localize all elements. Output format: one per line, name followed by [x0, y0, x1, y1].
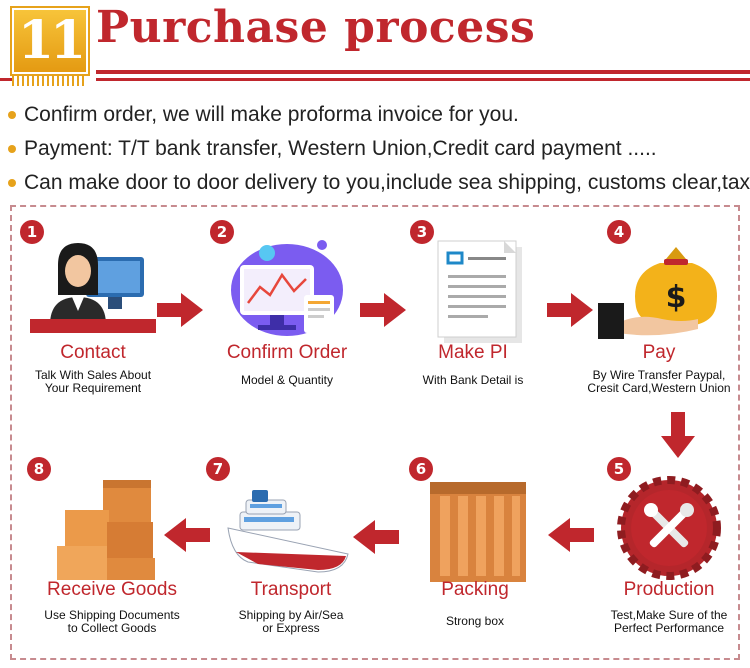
step-number: 1 [20, 220, 44, 244]
bullet-dot-icon [8, 145, 16, 153]
bullet-item: Payment: T/T bank transfer, Western Unio… [8, 132, 748, 166]
step-production: 5 Production Test,Make Sure of the Perfe… [584, 452, 750, 652]
title-underline [96, 70, 750, 74]
step-label: Confirm Order [226, 342, 348, 363]
bullet-text: Payment: T/T bank transfer, Western Unio… [24, 137, 657, 160]
step-label: Pay [642, 342, 676, 363]
step-confirm-order: 2 Confirm Order Model & Quantity [202, 215, 372, 415]
step-desc-line: Shipping by Air/Sea [238, 608, 344, 622]
step-desc-line: Talk With Sales About [34, 368, 152, 382]
stacked-boxes-icon [57, 480, 155, 580]
header: 11 Purchase process [0, 0, 750, 95]
step-make-pi: 3 Make PI With Bank Detail is [388, 215, 558, 415]
page-title: Purchase process [96, 2, 536, 53]
step-desc: Model & Quantity [202, 374, 372, 387]
arrow-left-icon [164, 518, 210, 552]
step-packing: 6 Packing Strong box [390, 452, 560, 652]
step-label: Transport [250, 579, 332, 600]
step-label: Contact [60, 342, 126, 363]
process-frame [10, 205, 740, 660]
step-label: Packing [441, 579, 509, 600]
cruise-ship-icon [227, 490, 349, 573]
step-number: 2 [210, 220, 234, 244]
bullet-list: Confirm order, we will make proforma inv… [8, 98, 750, 200]
arrow-down-icon [661, 412, 695, 458]
step-label: Production [623, 579, 715, 600]
arrow-left-icon [548, 518, 594, 552]
step-desc-line: By Wire Transfer Paypal, [592, 368, 726, 382]
title-underline-thin [96, 78, 750, 81]
arrow-right-icon [157, 293, 203, 327]
svg-text:$: $ [666, 280, 687, 315]
step-receive-goods: 8 Receive Goods Use Shipping Documents t… [27, 452, 197, 652]
monitor-chart-icon [231, 240, 343, 336]
step-contact: 1 Contact Talk With Sales About Your Req… [8, 215, 178, 415]
wooden-crate-icon [430, 482, 526, 582]
step-number: 8 [27, 457, 51, 481]
arrow-right-icon [360, 293, 406, 327]
step-desc-line: Use Shipping Documents [44, 608, 180, 622]
step-desc-line: Strong box [445, 614, 505, 628]
badge-stripes [12, 76, 84, 86]
step-transport: 7 Transport Shipping by Air/Sea or Expre… [206, 452, 376, 652]
step-number: 5 [607, 457, 631, 481]
step-desc-line: With Bank Detail is [422, 373, 524, 387]
step-desc: Shipping by Air/Sea or Express [206, 609, 376, 635]
step-desc-line: Model & Quantity [240, 373, 334, 387]
arrow-right-icon [547, 293, 593, 327]
arrow-left-icon [353, 520, 399, 554]
step-number: 7 [206, 457, 230, 481]
step-desc: Talk With Sales About Your Requirement [8, 369, 178, 395]
step-desc-line: Test,Make Sure of the [610, 608, 728, 622]
title-underline-left [0, 78, 12, 81]
step-label: Make PI [438, 342, 508, 363]
step-desc: Strong box [390, 615, 560, 628]
bullet-dot-icon [8, 179, 16, 187]
step-desc: With Bank Detail is [388, 374, 558, 387]
gear-tools-icon [617, 476, 721, 580]
customer-service-icon [30, 243, 156, 333]
step-number: 3 [410, 220, 434, 244]
step-desc-line: Your Requirement [44, 381, 142, 395]
step-number: 4 [607, 220, 631, 244]
invoice-document-icon [437, 240, 522, 343]
step-desc: By Wire Transfer Paypal, Cresit Card,Wes… [574, 369, 744, 395]
money-bag-icon: $ [598, 247, 717, 339]
step-desc-line: Cresit Card,Western Union [587, 381, 731, 395]
step-desc: Test,Make Sure of the Perfect Performanc… [584, 609, 750, 635]
step-pay: 4 $ Pay By Wire Transfer Paypal, Cresit … [574, 215, 744, 415]
section-number-badge: 11 [12, 8, 88, 74]
step-desc-line: or Express [262, 621, 320, 635]
bullet-dot-icon [8, 111, 16, 119]
step-desc: Use Shipping Documents to Collect Goods [27, 609, 197, 635]
bullet-item: Can make door to door delivery to you,in… [8, 166, 750, 200]
step-desc-line: to Collect Goods [67, 621, 157, 635]
bullet-text: Confirm order, we will make proforma inv… [24, 103, 519, 126]
step-label: Receive Goods [47, 579, 177, 600]
bullet-text: Can make door to door delivery to you,in… [24, 171, 750, 194]
step-number: 6 [409, 457, 433, 481]
step-desc-line: Perfect Performance [613, 621, 725, 635]
bullet-item: Confirm order, we will make proforma inv… [8, 98, 748, 132]
